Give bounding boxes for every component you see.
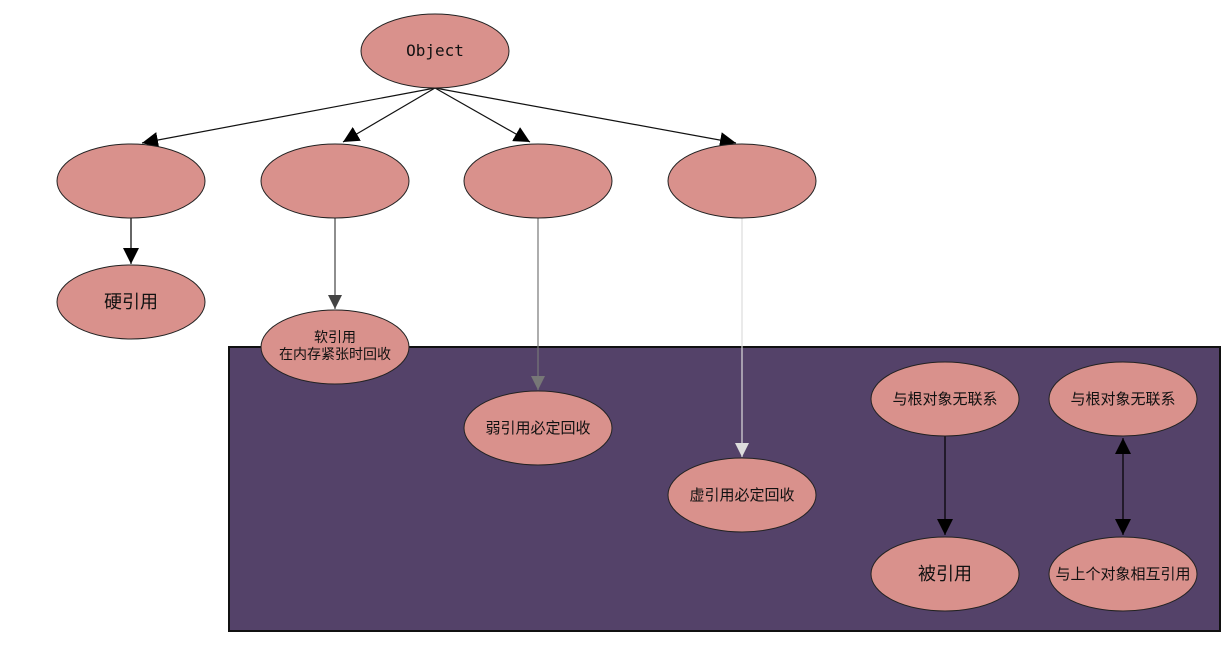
- svg-text:与上个对象相互引用: 与上个对象相互引用: [1055, 565, 1190, 583]
- svg-text:与根对象无联系: 与根对象无联系: [892, 390, 997, 408]
- node-phantom-ref: 虚引用必定回收: [667, 457, 817, 533]
- edge-object-ref4: [434, 87, 737, 148]
- edge-object-ref2: [342, 87, 436, 143]
- node-ref-1: [56, 143, 206, 219]
- node-no-root-2: 与根对象无联系: [1048, 361, 1198, 437]
- edge-object-ref1: [141, 87, 436, 148]
- node-referenced: 被引用: [870, 536, 1020, 612]
- node-object: Object: [360, 13, 510, 89]
- svg-text:弱引用必定回收: 弱引用必定回收: [485, 419, 590, 437]
- node-mutual-ref: 与上个对象相互引用: [1048, 536, 1198, 612]
- svg-text:硬引用: 硬引用: [104, 292, 158, 313]
- node-soft-ref: 软引用 在内存紧张时回收: [260, 309, 410, 385]
- svg-text:在内存紧张时回收: 在内存紧张时回收: [279, 347, 391, 363]
- node-ref-2: [260, 143, 410, 219]
- svg-text:虚引用必定回收: 虚引用必定回收: [689, 486, 794, 504]
- edge-object-ref3: [434, 87, 531, 143]
- node-hard-ref: 硬引用: [56, 264, 206, 340]
- node-ref-4: [667, 143, 817, 219]
- node-weak-ref: 弱引用必定回收: [463, 390, 613, 466]
- svg-text:与根对象无联系: 与根对象无联系: [1070, 390, 1175, 408]
- node-ref-3: [463, 143, 613, 219]
- node-no-root-1: 与根对象无联系: [870, 361, 1020, 437]
- svg-text:Object: Object: [406, 41, 464, 60]
- svg-text:软引用: 软引用: [314, 330, 356, 346]
- svg-text:被引用: 被引用: [918, 564, 972, 585]
